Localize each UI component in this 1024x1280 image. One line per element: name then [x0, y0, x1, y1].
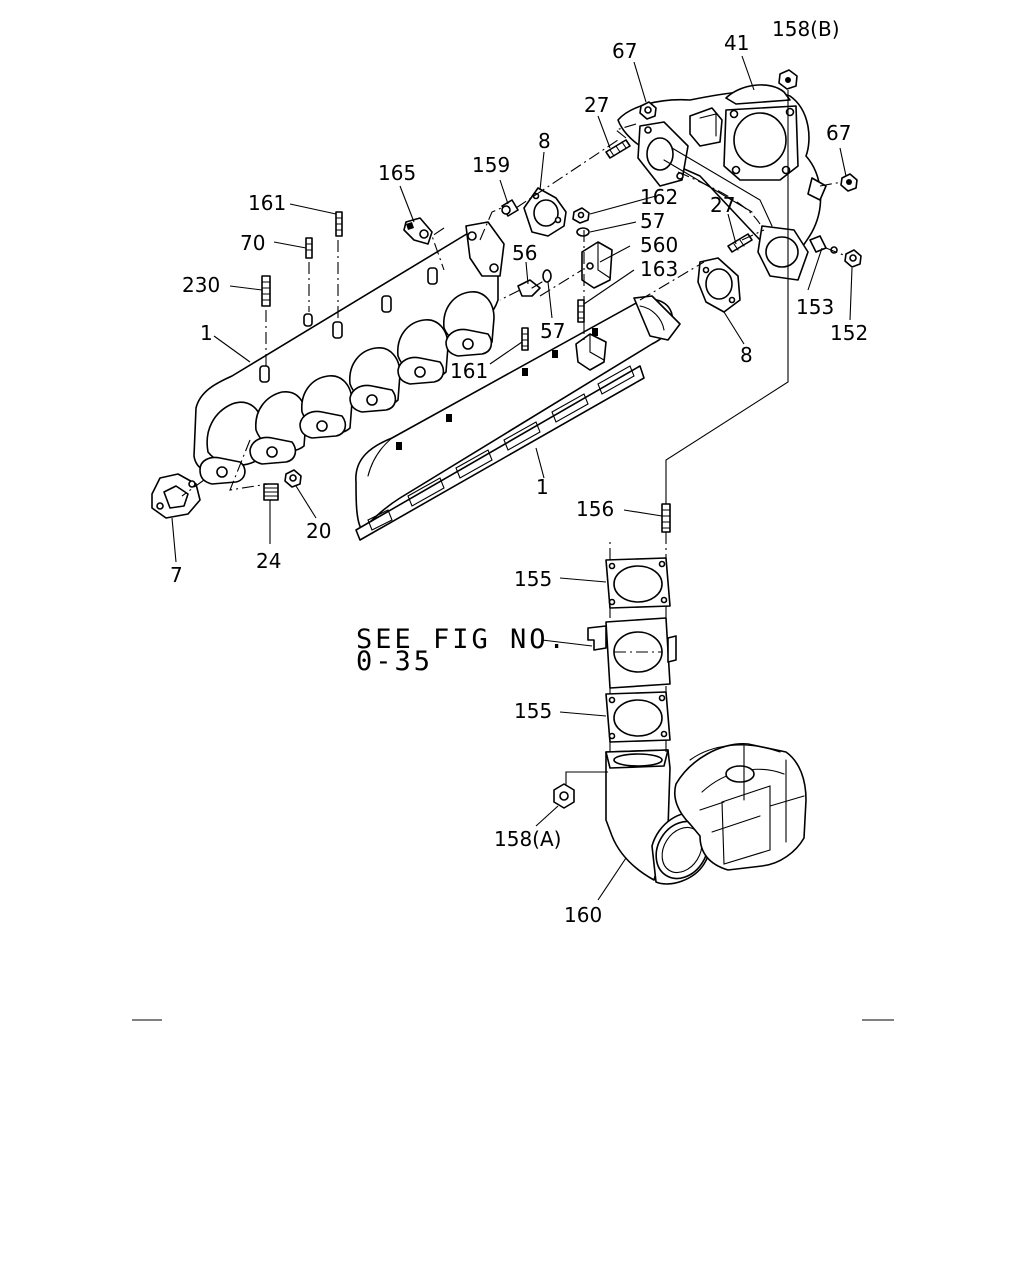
callout-27-right: 27 — [710, 193, 735, 217]
callout-labels: 67 41 158(B) 27 67 8 159 165 162 57 560 … — [170, 17, 868, 927]
stud-159 — [501, 199, 519, 217]
callout-560: 560 — [640, 233, 678, 257]
callout-8-left: 8 — [538, 129, 551, 153]
front-manifold-studs — [396, 328, 598, 450]
callout-162: 162 — [640, 185, 678, 209]
nut-67-top — [639, 101, 657, 120]
bolt-56 — [517, 279, 543, 297]
callout-41: 41 — [724, 31, 749, 55]
callout-70: 70 — [240, 231, 265, 255]
hardware — [151, 69, 862, 809]
stud-230 — [261, 275, 271, 307]
callout-155-upper: 155 — [514, 567, 552, 591]
bracket-163-lower — [575, 333, 607, 371]
callout-8-right: 8 — [740, 343, 753, 367]
nut-158b — [778, 69, 798, 90]
gasket-155-lower — [605, 691, 671, 743]
gasket-7 — [151, 473, 201, 519]
nut-20 — [284, 469, 302, 488]
stud-161-top — [335, 211, 343, 237]
reference-note-line1: SEE FIG NO. — [356, 624, 568, 655]
gasket-155-upper — [605, 557, 671, 609]
rear-manifold-flange-tabs — [199, 328, 493, 485]
nut-162 — [572, 207, 590, 224]
callout-67-right: 67 — [826, 121, 851, 145]
callout-156: 156 — [576, 497, 614, 521]
exhaust-brake-valve — [587, 617, 677, 689]
centerlines — [181, 123, 847, 752]
exhaust-pipe-stack — [587, 557, 807, 885]
leader-lines — [171, 55, 853, 901]
turbocharger-housing — [617, 84, 827, 281]
reference-note-line2: 0-35 — [356, 646, 433, 677]
callout-20: 20 — [306, 519, 331, 543]
gasket-8-right — [697, 257, 741, 313]
callout-163: 163 — [640, 257, 678, 281]
rear-exhaust-manifold — [193, 221, 505, 485]
stud-163 — [577, 299, 585, 323]
callout-27-top: 27 — [584, 93, 609, 117]
nut-152 — [844, 249, 862, 268]
stud-70 — [305, 237, 313, 259]
callout-56: 56 — [512, 241, 537, 265]
stud-161-mid — [521, 327, 529, 351]
assembly-line-158b-156 — [665, 90, 789, 504]
nut-158a — [553, 783, 575, 809]
elbow-pipe-160 — [605, 749, 713, 885]
stud-156 — [661, 503, 671, 533]
bracket-165 — [403, 217, 433, 245]
nut-67-right — [840, 173, 858, 192]
callout-161-top: 161 — [248, 191, 286, 215]
callout-165: 165 — [378, 161, 416, 185]
washer-57-top — [576, 227, 590, 237]
callout-230: 230 — [182, 273, 220, 297]
callout-155-lower: 155 — [514, 699, 552, 723]
callout-152: 152 — [830, 321, 868, 345]
callout-158b: 158(B) — [772, 17, 840, 41]
callout-159: 159 — [472, 153, 510, 177]
washer-57-mid — [542, 269, 552, 283]
callout-1-rear: 1 — [200, 321, 213, 345]
callout-7: 7 — [170, 563, 183, 587]
gasket-8-left — [523, 187, 567, 237]
muffler-housing — [674, 743, 807, 871]
callout-57-mid: 57 — [540, 319, 565, 343]
callout-57-top: 57 — [640, 209, 665, 233]
spring-24 — [263, 483, 279, 501]
callout-153: 153 — [796, 295, 834, 319]
callout-161-mid: 161 — [450, 359, 488, 383]
stud-27-top — [605, 139, 631, 159]
callout-24: 24 — [256, 549, 281, 573]
callout-160: 160 — [564, 903, 602, 927]
callout-1-front: 1 — [536, 475, 549, 499]
bracket-560 — [581, 241, 613, 289]
front-manifold-flange-strip — [355, 365, 645, 541]
reference-note: SEE FIG NO. 0-35 — [356, 624, 568, 677]
callout-67-top: 67 — [612, 39, 637, 63]
callout-158a: 158(A) — [494, 827, 561, 851]
assembly-line-158a — [565, 771, 608, 786]
